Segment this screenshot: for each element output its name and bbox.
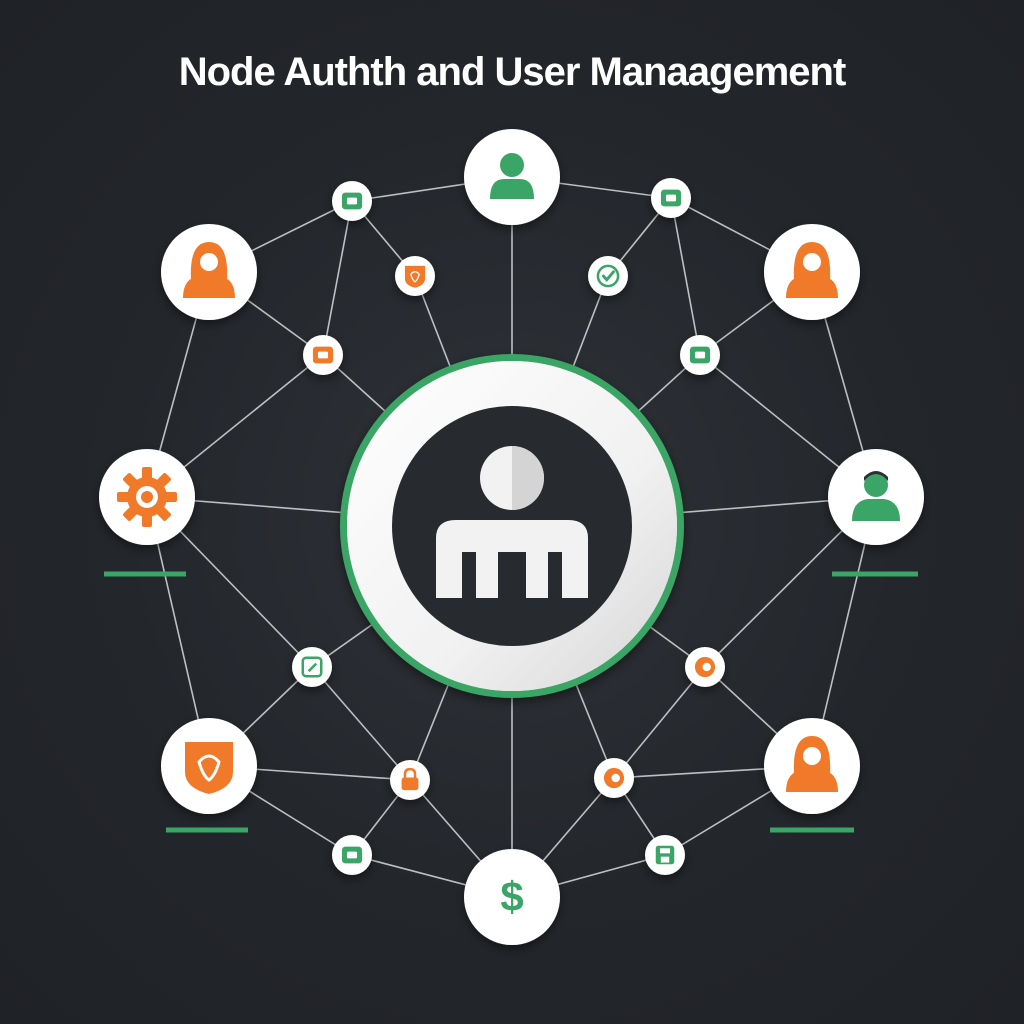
woman-user-icon xyxy=(786,736,838,792)
edit-icon xyxy=(301,656,323,678)
central-hub xyxy=(340,354,684,698)
card-icon xyxy=(660,189,682,207)
lock-icon xyxy=(401,767,419,791)
connection-line xyxy=(670,197,701,356)
node-bottom: $ xyxy=(464,849,560,945)
node-s2 xyxy=(651,178,691,218)
gear-icon xyxy=(117,467,177,527)
chat-icon xyxy=(341,192,363,210)
node-mid-right xyxy=(828,449,924,545)
node-s4 xyxy=(588,256,628,296)
node-s7 xyxy=(292,647,332,687)
node-s8 xyxy=(685,647,725,687)
node-s12 xyxy=(645,835,685,875)
node-s11 xyxy=(332,835,372,875)
dollar-icon: $ xyxy=(500,873,523,920)
woman-user-icon xyxy=(786,242,838,298)
accent-bars xyxy=(104,571,918,833)
node-s9 xyxy=(390,760,430,800)
node-s10 xyxy=(594,758,634,798)
connection-line xyxy=(322,200,353,356)
node-lower-right xyxy=(764,718,860,814)
node-upper-right xyxy=(764,224,860,320)
badge-icon xyxy=(689,346,711,364)
man-user-icon xyxy=(852,471,900,521)
save-icon xyxy=(655,845,675,865)
image-icon xyxy=(312,346,334,364)
woman-user-icon xyxy=(183,242,235,298)
connection-line xyxy=(311,666,411,781)
node-s1 xyxy=(332,181,372,221)
page-title: Node Authth and User Manaagement xyxy=(178,50,847,94)
connection-line xyxy=(613,666,706,779)
node-upper-left xyxy=(161,224,257,320)
node-top xyxy=(464,129,560,225)
node-s3 xyxy=(395,256,435,296)
node-s6 xyxy=(680,335,720,375)
user-group-icon xyxy=(436,446,588,598)
shield-icon xyxy=(185,742,233,794)
node-s5 xyxy=(303,335,343,375)
user-icon xyxy=(490,153,534,199)
check-icon xyxy=(596,264,620,288)
shield-icon xyxy=(404,265,426,288)
record-icon xyxy=(603,767,625,789)
node-mid-left xyxy=(99,449,195,545)
svg-text:$: $ xyxy=(500,873,523,920)
node-lower-left xyxy=(161,718,257,814)
record-icon xyxy=(694,656,716,678)
chat-icon xyxy=(341,846,363,864)
